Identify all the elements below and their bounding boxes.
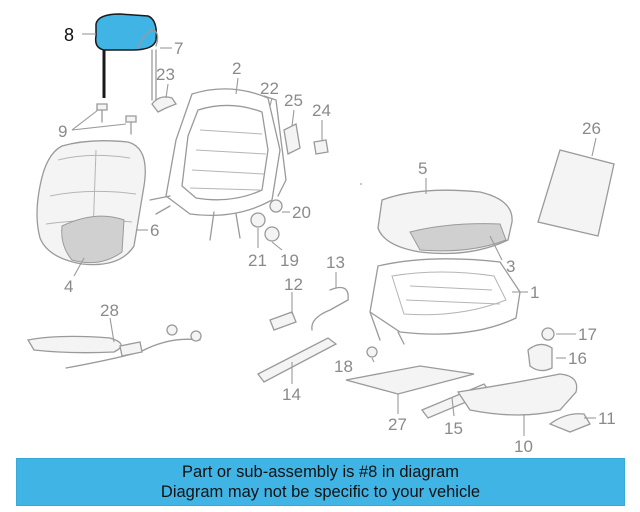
callout-28: 28	[100, 301, 119, 320]
callout-8: 8	[64, 25, 74, 45]
lumbar-pad-part-4	[61, 215, 125, 264]
callout-16: 16	[568, 349, 587, 368]
leader-lines	[71, 33, 597, 436]
callout-12: 12	[284, 275, 303, 294]
banner-line-2: Diagram may not be specific to your vehi…	[160, 483, 481, 501]
banner-line-1: Part or sub-assembly is #8 in diagram	[182, 463, 459, 481]
callout-14: 14	[282, 385, 301, 404]
clip-part-18	[366, 346, 378, 358]
callout-27: 27	[388, 415, 407, 434]
info-banner: Part or sub-assembly is #8 in diagram Di…	[16, 458, 625, 506]
callout-19: 19	[280, 251, 299, 270]
bolt-part-17	[541, 327, 555, 341]
callout-17: 17	[578, 325, 597, 344]
callout-24: 24	[312, 101, 331, 120]
cushion-pad-part-3	[409, 223, 507, 252]
washer-part-20	[269, 199, 283, 213]
callout-7: 7	[174, 39, 183, 58]
seatback-frame-part-2	[149, 88, 281, 241]
callout-23: 23	[156, 65, 175, 84]
knob-part-24	[313, 139, 329, 155]
bolts-part-9	[96, 103, 137, 135]
callout-21: 21	[248, 251, 267, 270]
callout-3: 3	[506, 257, 515, 276]
seat-frame-part-1	[369, 258, 521, 345]
frame-side-part-22	[263, 95, 287, 197]
callout-13: 13	[326, 253, 345, 272]
callout-25: 25	[284, 91, 303, 110]
panel-part-26	[537, 149, 615, 237]
cable-part-13	[311, 286, 349, 331]
callout-1: 1	[530, 283, 539, 302]
callout-2: 2	[232, 59, 241, 78]
callout-26: 26	[582, 119, 601, 138]
side-shield-part-10	[456, 373, 578, 416]
callout-15: 15	[444, 419, 463, 438]
trim-part-25	[283, 123, 301, 155]
callout-6: 6	[150, 221, 159, 240]
washer-part-19	[264, 226, 280, 242]
washer-part-21	[250, 212, 266, 228]
recliner-part-16	[527, 343, 553, 372]
callout-18: 18	[334, 357, 353, 376]
headrest-guide-part-7	[137, 29, 159, 101]
callout-10: 10	[514, 437, 533, 456]
tray-part-27	[345, 365, 475, 395]
callout-11: 11	[598, 409, 616, 428]
callout-5: 5	[418, 159, 427, 178]
callout-22: 22	[260, 79, 279, 98]
buckle-part-12	[269, 311, 297, 331]
callout-20: 20	[292, 203, 311, 222]
headrest-part-8[interactable]	[94, 13, 158, 98]
side-cover-part-28	[26, 324, 202, 369]
callout-9: 9	[58, 122, 67, 141]
rail-cover-part-14	[257, 337, 338, 383]
knob-part-11	[548, 413, 591, 433]
callout-4: 4	[64, 277, 73, 296]
